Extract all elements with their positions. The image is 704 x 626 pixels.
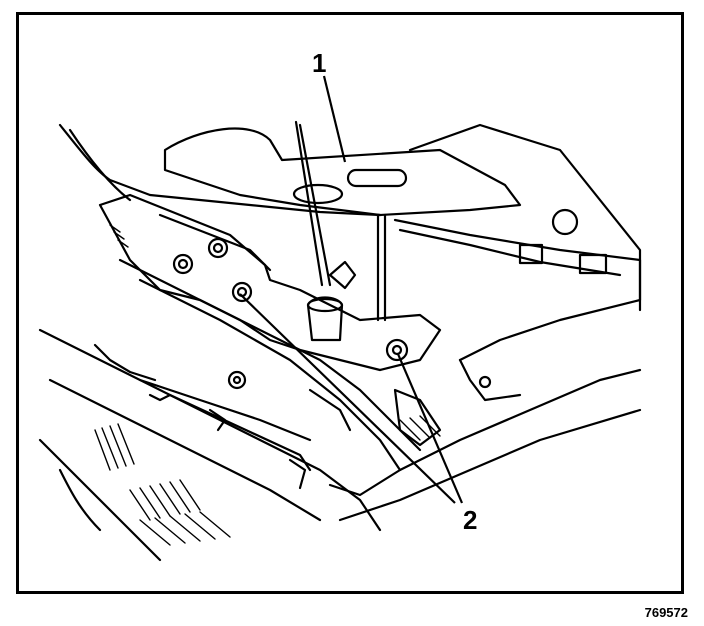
leader-line-1 (322, 75, 347, 163)
leader-line-2b (396, 353, 464, 504)
hood-hole-right (346, 168, 408, 188)
callout-label-2: 2 (463, 505, 478, 535)
illustration-frame (16, 12, 684, 594)
reservoir-cap (306, 296, 344, 342)
callout-label-1: 1 (312, 48, 327, 78)
leader-line-2a (239, 293, 456, 504)
figure-reference-number: 769572 (644, 605, 688, 620)
bolt-group (172, 237, 492, 390)
hood-hole-left (292, 183, 344, 205)
